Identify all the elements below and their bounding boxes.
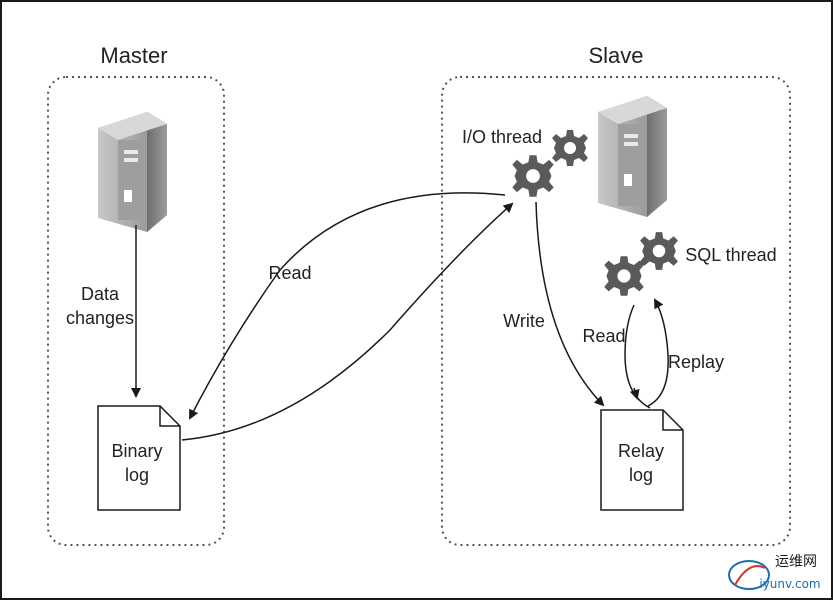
- binary-log-document: Binary log: [97, 405, 181, 511]
- binary-log-label-line2: log: [125, 465, 149, 485]
- slave-server-icon: [598, 96, 667, 217]
- sql-thread-gears-icon: [604, 232, 678, 296]
- io-thread-label: I/O thread: [462, 127, 542, 147]
- binary-log-label-line1: Binary: [111, 441, 162, 461]
- read-response-arrow: [189, 192, 506, 420]
- master-server-icon: [98, 112, 167, 232]
- watermark-english-text: iyunv.com: [759, 577, 820, 591]
- relay-read-arrow: [624, 304, 651, 409]
- replay-label: Replay: [668, 352, 724, 372]
- data-changes-label-line1: Data: [81, 284, 120, 304]
- watermark-logo-icon: [728, 560, 770, 590]
- data-changes-label-line2: changes: [66, 308, 134, 328]
- master-title: Master: [100, 43, 167, 68]
- read-master-label: Read: [268, 263, 311, 283]
- sql-thread-label: SQL thread: [685, 245, 776, 265]
- write-label: Write: [503, 311, 545, 331]
- relay-log-label-line2: log: [629, 465, 653, 485]
- watermark-chinese-text: 运维网: [775, 554, 817, 570]
- slave-dotted-border: [441, 76, 791, 546]
- write-arrow: [535, 201, 605, 407]
- master-dotted-border: [47, 76, 225, 546]
- relay-read-label: Read: [582, 326, 625, 346]
- relay-log-label-line1: Relay: [618, 441, 664, 461]
- slave-group: Slave I/O thread SQL thread Relay: [441, 43, 791, 546]
- replay-arrow: [647, 298, 669, 407]
- master-group: Master Data changes Binary log: [47, 43, 225, 546]
- slave-title: Slave: [588, 43, 643, 68]
- site-watermark: 运维网 iyunv.com: [728, 554, 821, 591]
- relay-log-document: Relay log: [600, 409, 684, 511]
- read-request-arrow: [181, 202, 514, 441]
